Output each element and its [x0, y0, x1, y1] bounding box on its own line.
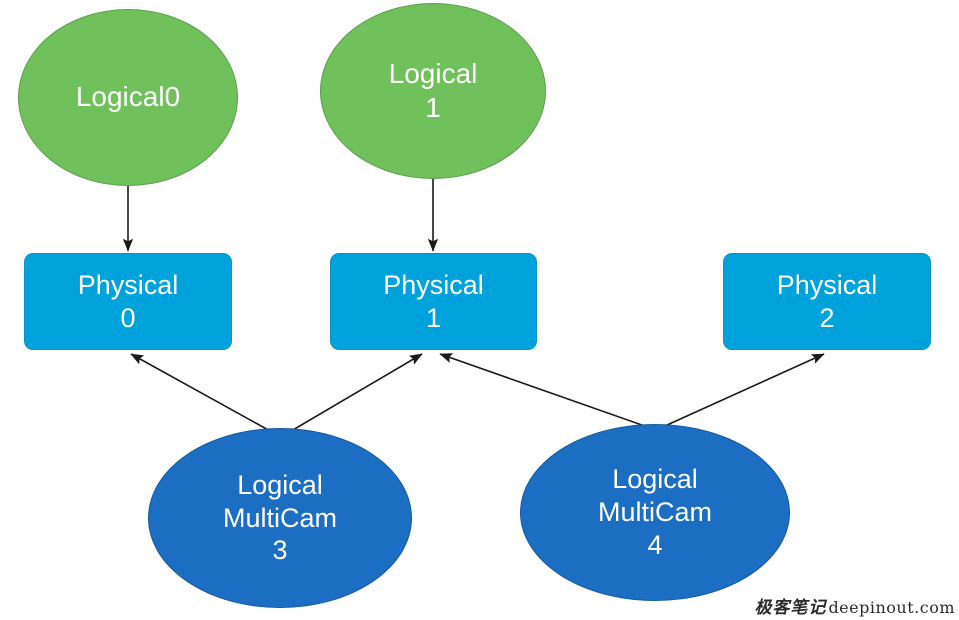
node-multicam3[interactable]: Logical MultiCam 3	[148, 428, 412, 608]
node-physical2-label: Physical 2	[776, 269, 878, 333]
node-physical2[interactable]: Physical 2	[723, 253, 931, 350]
node-physical0-label: Physical 0	[77, 269, 179, 333]
node-logical0[interactable]: Logical0	[18, 9, 238, 186]
watermark-cn-text: 极客笔记	[754, 598, 827, 618]
node-logical1[interactable]: Logical 1	[320, 3, 546, 179]
node-physical1[interactable]: Physical 1	[330, 253, 537, 350]
node-logical1-label: Logical 1	[388, 57, 478, 123]
node-logical0-label: Logical0	[75, 81, 181, 113]
edge-multicam4-to-physical1	[439, 353, 657, 431]
node-physical0[interactable]: Physical 0	[24, 253, 232, 350]
node-physical1-label: Physical 1	[383, 269, 484, 333]
edge-multicam3-to-physical0	[130, 353, 282, 438]
node-multicam3-label: Logical MultiCam 3	[222, 469, 337, 566]
edge-multicam3-to-physical1	[280, 353, 423, 438]
watermark-domain-text: deepinout.com	[828, 598, 955, 617]
node-multicam4-label: Logical MultiCam 4	[597, 464, 712, 560]
edge-multicam4-to-physical2	[655, 353, 825, 431]
node-multicam4[interactable]: Logical MultiCam 4	[520, 424, 790, 601]
watermark: 极客笔记 deepinout.com	[754, 593, 955, 618]
